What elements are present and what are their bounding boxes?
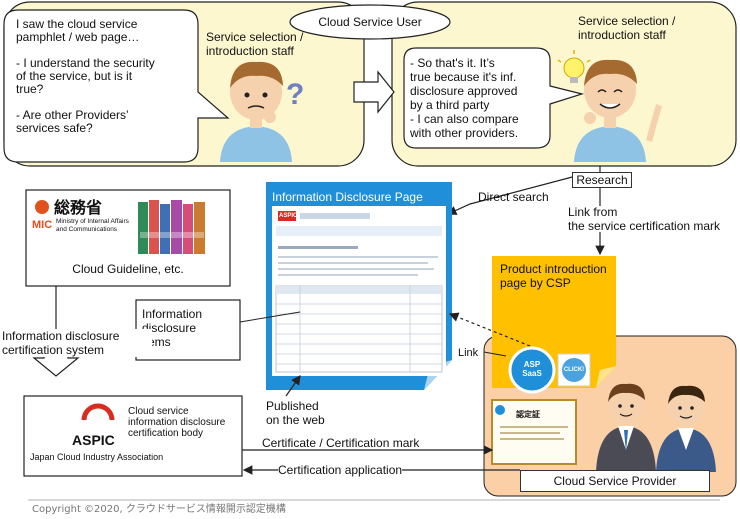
published-label: Published on the web <box>266 399 325 427</box>
info-items-label: Information disclosure items <box>142 307 203 349</box>
panel-arrow <box>353 70 395 114</box>
certificate-label: Certificate / Certification mark <box>262 436 420 450</box>
disclosure-mini-header: ASPIC <box>279 213 298 219</box>
info-items-box <box>135 299 241 361</box>
user-question-text: I saw the cloud service pamphlet / web p… <box>16 17 155 135</box>
staff-label-right: Service selection / introduction staff <box>578 14 676 42</box>
csp-page-title: Product introduction page by CSP <box>500 262 607 290</box>
speech-bubble-left <box>3 9 230 163</box>
books-icon <box>138 200 205 254</box>
cert-doc-heading: 認定証 <box>516 410 540 419</box>
business-people-icon <box>596 383 716 472</box>
saas-badge-text: ASP SaaS <box>522 360 542 378</box>
person-happy-icon <box>574 59 662 162</box>
click-badge-text: CLICK! <box>563 367 585 373</box>
saas-badge-icon <box>508 346 556 394</box>
link-from-mark-label: Link from the service certification mark <box>568 205 721 233</box>
disclosure-page-title: Information Disclosure Page <box>272 190 423 204</box>
mic-logo-text: MIC <box>32 219 53 231</box>
user-title-ellipse <box>289 4 451 40</box>
mic-caption: Cloud Guideline, etc. <box>72 262 184 276</box>
aspic-logo-icon <box>81 403 115 421</box>
question-mark-icon: ? <box>286 78 304 111</box>
research-label: Research <box>572 172 632 188</box>
staff-label-left: Service selection / introduction staff <box>206 30 304 58</box>
user-title: Cloud Service User <box>318 15 422 29</box>
person-thinking-icon <box>220 61 292 162</box>
aspic-name: Japan Cloud Industry Association <box>30 452 164 462</box>
mic-logo-icon <box>35 200 49 214</box>
speech-bubble-right <box>403 47 585 149</box>
copyright: Copyright ©2020, クラウドサービス情報開示認定機構 <box>32 504 286 515</box>
mic-english: Ministry of Internal Affairs and Communi… <box>56 218 129 233</box>
direct-search-label: Direct search <box>478 190 549 204</box>
mic-kanji: 総務省 <box>54 198 103 217</box>
aspic-logo-text: ASPIC <box>72 432 115 448</box>
cert-system-label: Information disclosure certification sys… <box>2 329 152 357</box>
user-answer-text: - So that's it. It’s true because it's i… <box>410 56 519 140</box>
provider-label: Cloud Service Provider <box>520 470 710 492</box>
aspic-role: Cloud service information disclosure cer… <box>128 406 226 439</box>
application-label: Certification application <box>278 463 403 477</box>
link-label: Link <box>458 347 479 359</box>
light-bulb-icon <box>557 50 591 83</box>
aspic-box <box>23 395 243 477</box>
